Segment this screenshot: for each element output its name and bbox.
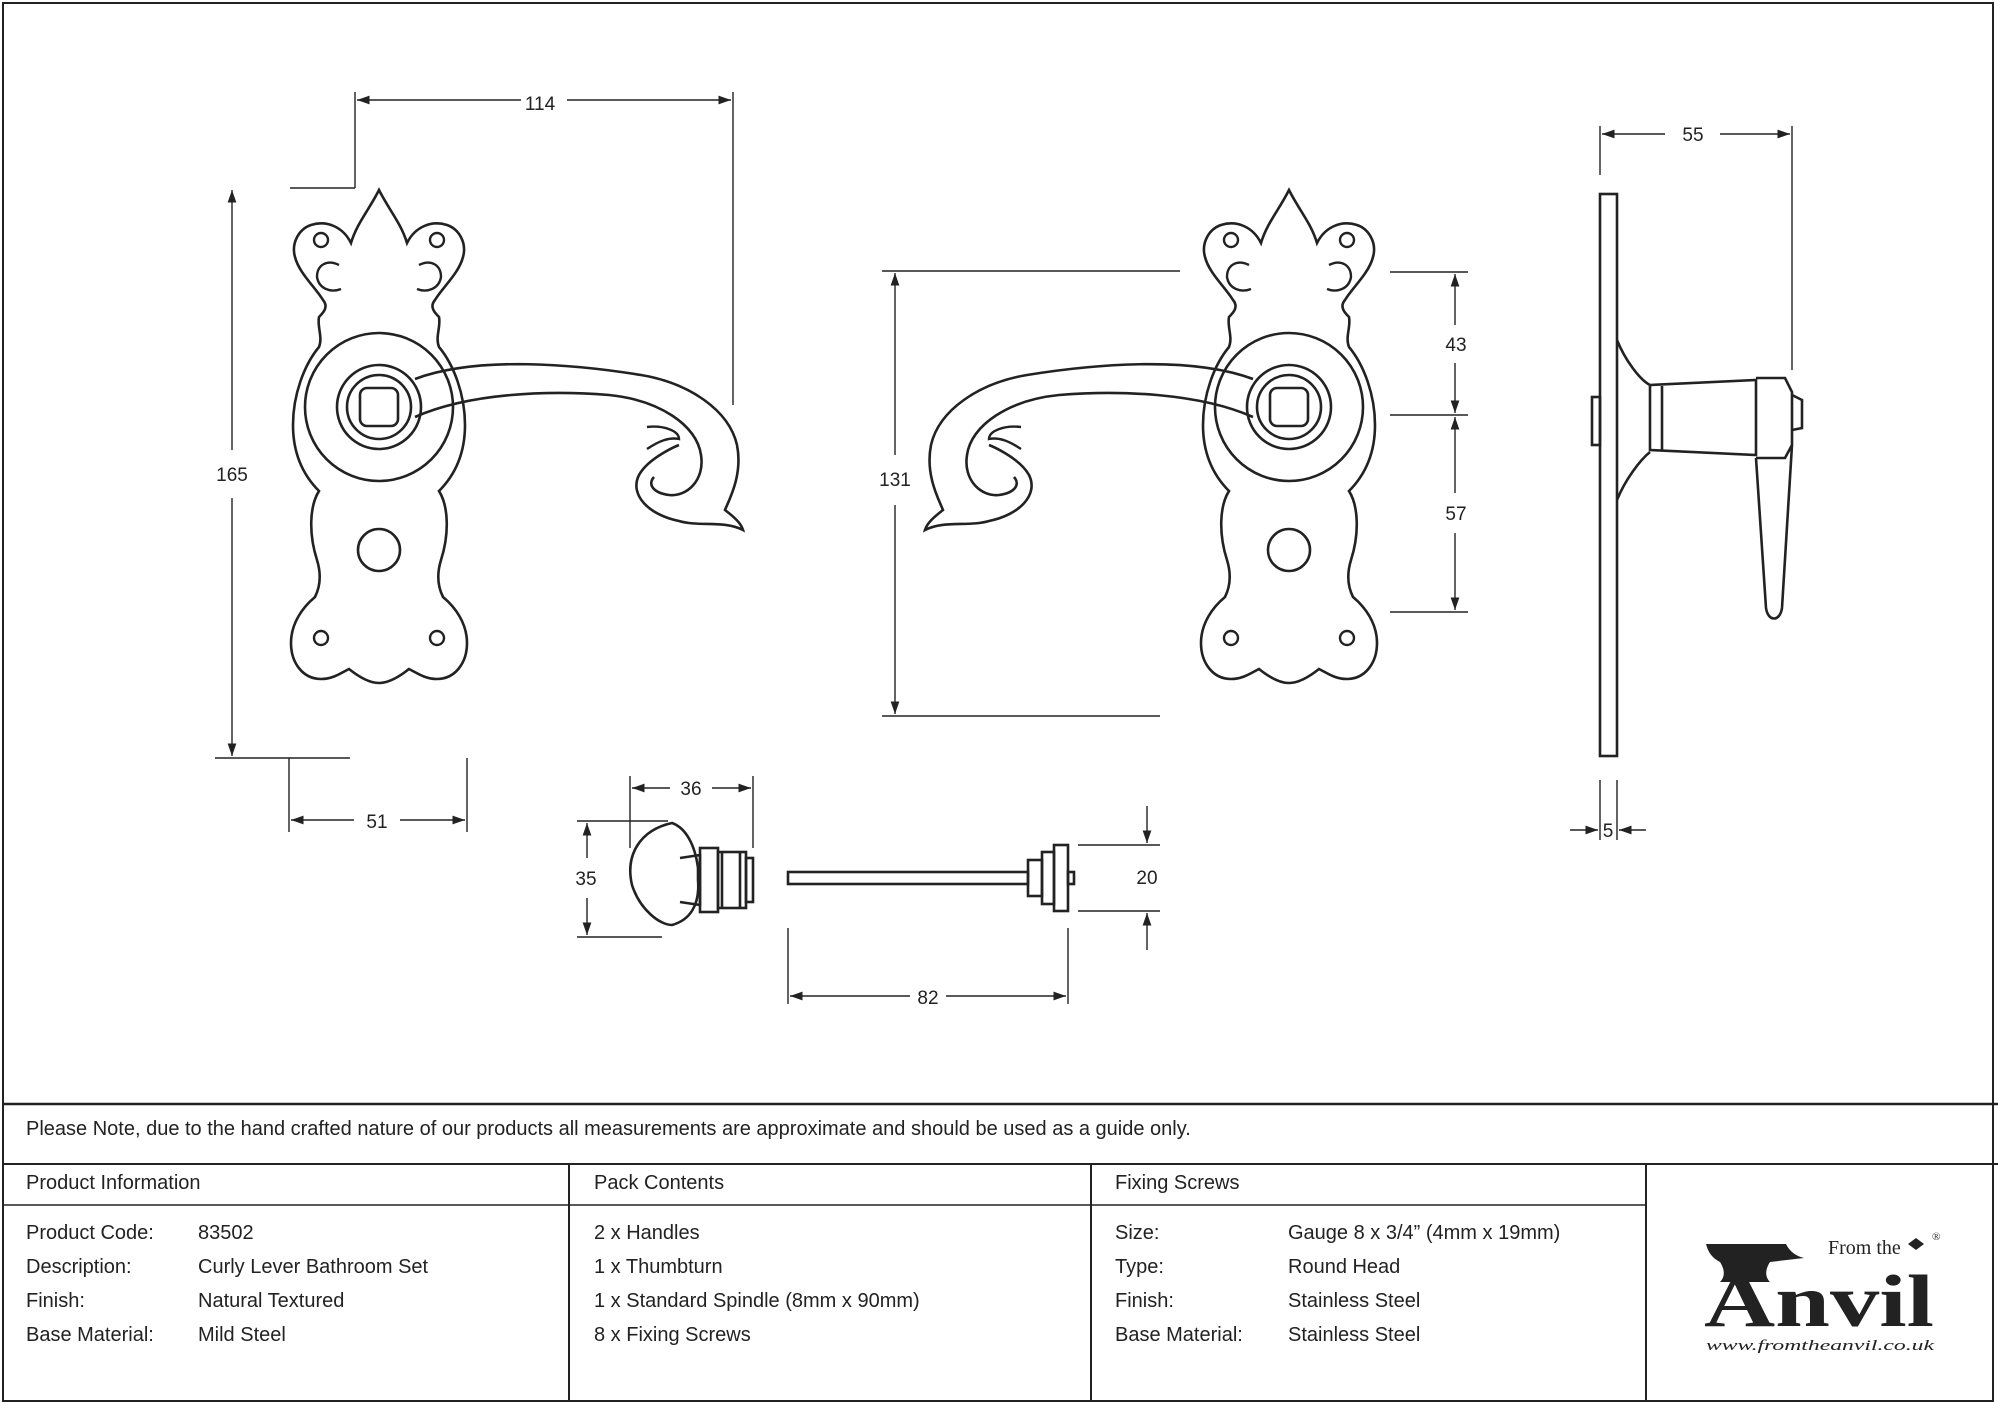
logo-from-the: From the bbox=[1828, 1237, 1901, 1259]
base-material-label: Base Material: bbox=[26, 1324, 154, 1346]
screw-type-value: Round Head bbox=[1288, 1256, 1401, 1278]
thumbturn-drawing bbox=[629, 821, 755, 927]
product-code-label: Product Code: bbox=[26, 1222, 154, 1244]
screw-base-material-label: Base Material: bbox=[1115, 1324, 1243, 1346]
screw-type-label: Type: bbox=[1115, 1256, 1164, 1278]
dim-label-43: 43 bbox=[1445, 335, 1466, 356]
diamond-icon bbox=[1908, 1238, 1924, 1250]
dimension-labels: 114 165 51 131 43 57 55 5 36 35 20 82 bbox=[216, 94, 1703, 1009]
fixing-screws-heading: Fixing Screws bbox=[1115, 1172, 1240, 1194]
screw-finish-value: Stainless Steel bbox=[1288, 1290, 1421, 1312]
dim-label-114: 114 bbox=[525, 94, 556, 115]
spindle-drawing bbox=[786, 843, 1076, 913]
dim-label-36: 36 bbox=[680, 779, 701, 800]
screw-finish-label: Finish: bbox=[1115, 1290, 1174, 1312]
logo-brand: Anvil bbox=[1704, 1261, 1934, 1343]
description-label: Description: bbox=[26, 1256, 132, 1278]
right-handle-drawing bbox=[923, 188, 1379, 685]
logo-url: www.fromtheanvil.co.uk bbox=[1706, 1338, 1935, 1354]
pack-item: 2 x Handles bbox=[594, 1222, 700, 1244]
screw-size-value: Gauge 8 x 3/4” (4mm x 19mm) bbox=[1288, 1222, 1561, 1244]
anvil-icon bbox=[1706, 1244, 1804, 1282]
logo-registered: ® bbox=[1932, 1231, 1940, 1243]
pack-item: 8 x Fixing Screws bbox=[594, 1324, 751, 1346]
pack-item: 1 x Standard Spindle (8mm x 90mm) bbox=[594, 1290, 920, 1312]
finish-label: Finish: bbox=[26, 1290, 85, 1312]
dimension-lines bbox=[215, 92, 1793, 1004]
dim-label-55: 55 bbox=[1682, 125, 1703, 146]
screw-base-material-value: Stainless Steel bbox=[1288, 1324, 1421, 1346]
finish-value: Natural Textured bbox=[198, 1290, 345, 1312]
measurement-note: Please Note, due to the hand crafted nat… bbox=[26, 1118, 1191, 1140]
pack-item: 1 x Thumbturn bbox=[594, 1256, 723, 1278]
pack-contents-heading: Pack Contents bbox=[594, 1172, 725, 1194]
left-handle-drawing bbox=[289, 188, 745, 685]
product-info-heading: Product Information bbox=[26, 1172, 201, 1194]
base-material-value: Mild Steel bbox=[198, 1324, 286, 1346]
from-the-anvil-logo: From the ® Anvil www.fromtheanvil.co.uk bbox=[1704, 1231, 1940, 1354]
dim-label-57: 57 bbox=[1445, 504, 1466, 525]
screw-size-label: Size: bbox=[1115, 1222, 1160, 1244]
dim-label-82: 82 bbox=[917, 988, 938, 1009]
side-view-drawing bbox=[1590, 192, 1804, 758]
dim-label-35: 35 bbox=[575, 869, 596, 890]
dim-label-165: 165 bbox=[216, 465, 248, 486]
description-value: Curly Lever Bathroom Set bbox=[198, 1256, 429, 1278]
info-panel: Please Note, due to the hand crafted nat… bbox=[0, 1104, 2000, 1406]
dim-label-51: 51 bbox=[366, 812, 387, 833]
dim-label-20: 20 bbox=[1136, 868, 1157, 889]
info-table-lines bbox=[2, 1102, 1998, 1402]
dim-label-131: 131 bbox=[879, 470, 911, 491]
dim-label-5: 5 bbox=[1603, 821, 1614, 842]
product-code-value: 83502 bbox=[198, 1222, 254, 1244]
